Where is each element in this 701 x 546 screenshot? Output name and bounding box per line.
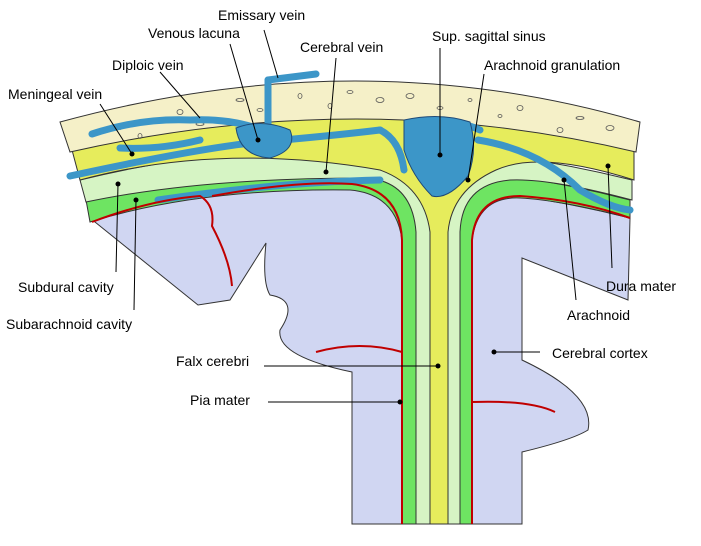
label-arachnoid-granulation: Arachnoid granulation <box>484 57 620 73</box>
venous-lacuna-blob <box>235 123 293 159</box>
label-cerebral-vein: Cerebral vein <box>300 39 383 55</box>
label-falx-cerebri: Falx cerebri <box>176 353 249 369</box>
label-emissary-vein: Emissary vein <box>218 7 305 23</box>
skull-texture <box>117 90 615 139</box>
skull-dot <box>497 114 503 118</box>
label-cerebral-cortex: Cerebral cortex <box>552 345 648 361</box>
skull-dot <box>235 98 245 102</box>
skull-dot <box>605 125 615 131</box>
label-sup-sagittal-sinus: Sup. sagittal sinus <box>432 28 546 44</box>
label-pia-mater: Pia mater <box>190 392 250 408</box>
vein-segment <box>88 116 266 138</box>
label-diploic-vein: Diploic vein <box>112 57 184 73</box>
skull-dot <box>405 93 415 99</box>
skull-dot <box>556 127 564 133</box>
leader-dots <box>115 137 611 405</box>
skull-dot <box>137 133 143 139</box>
vein-segment <box>264 70 320 84</box>
skull-dot <box>375 97 385 103</box>
cerebral-cortex-region <box>88 183 631 525</box>
vein-segment <box>376 126 408 174</box>
skull-dot <box>346 90 354 94</box>
label-venous-lacuna: Venous lacuna <box>148 25 240 41</box>
skull-dot <box>256 108 264 112</box>
skull-dot <box>516 105 524 111</box>
label-meningeal-vein: Meningeal vein <box>8 86 102 102</box>
vein-segment <box>116 136 204 152</box>
skull-dot <box>297 93 303 99</box>
label-dura-mater: Dura mater <box>606 278 676 294</box>
label-arachnoid: Arachnoid <box>567 307 630 323</box>
pia-mater-line <box>91 182 631 524</box>
vein-segment <box>474 136 634 214</box>
skull-dot <box>467 98 473 102</box>
leader-lines <box>99 29 613 403</box>
skull-dot <box>575 116 585 120</box>
label-subarachnoid-cavity: Subarachnoid cavity <box>6 316 132 332</box>
skull-dot <box>176 109 184 115</box>
label-subdural-cavity: Subdural cavity <box>18 279 114 295</box>
